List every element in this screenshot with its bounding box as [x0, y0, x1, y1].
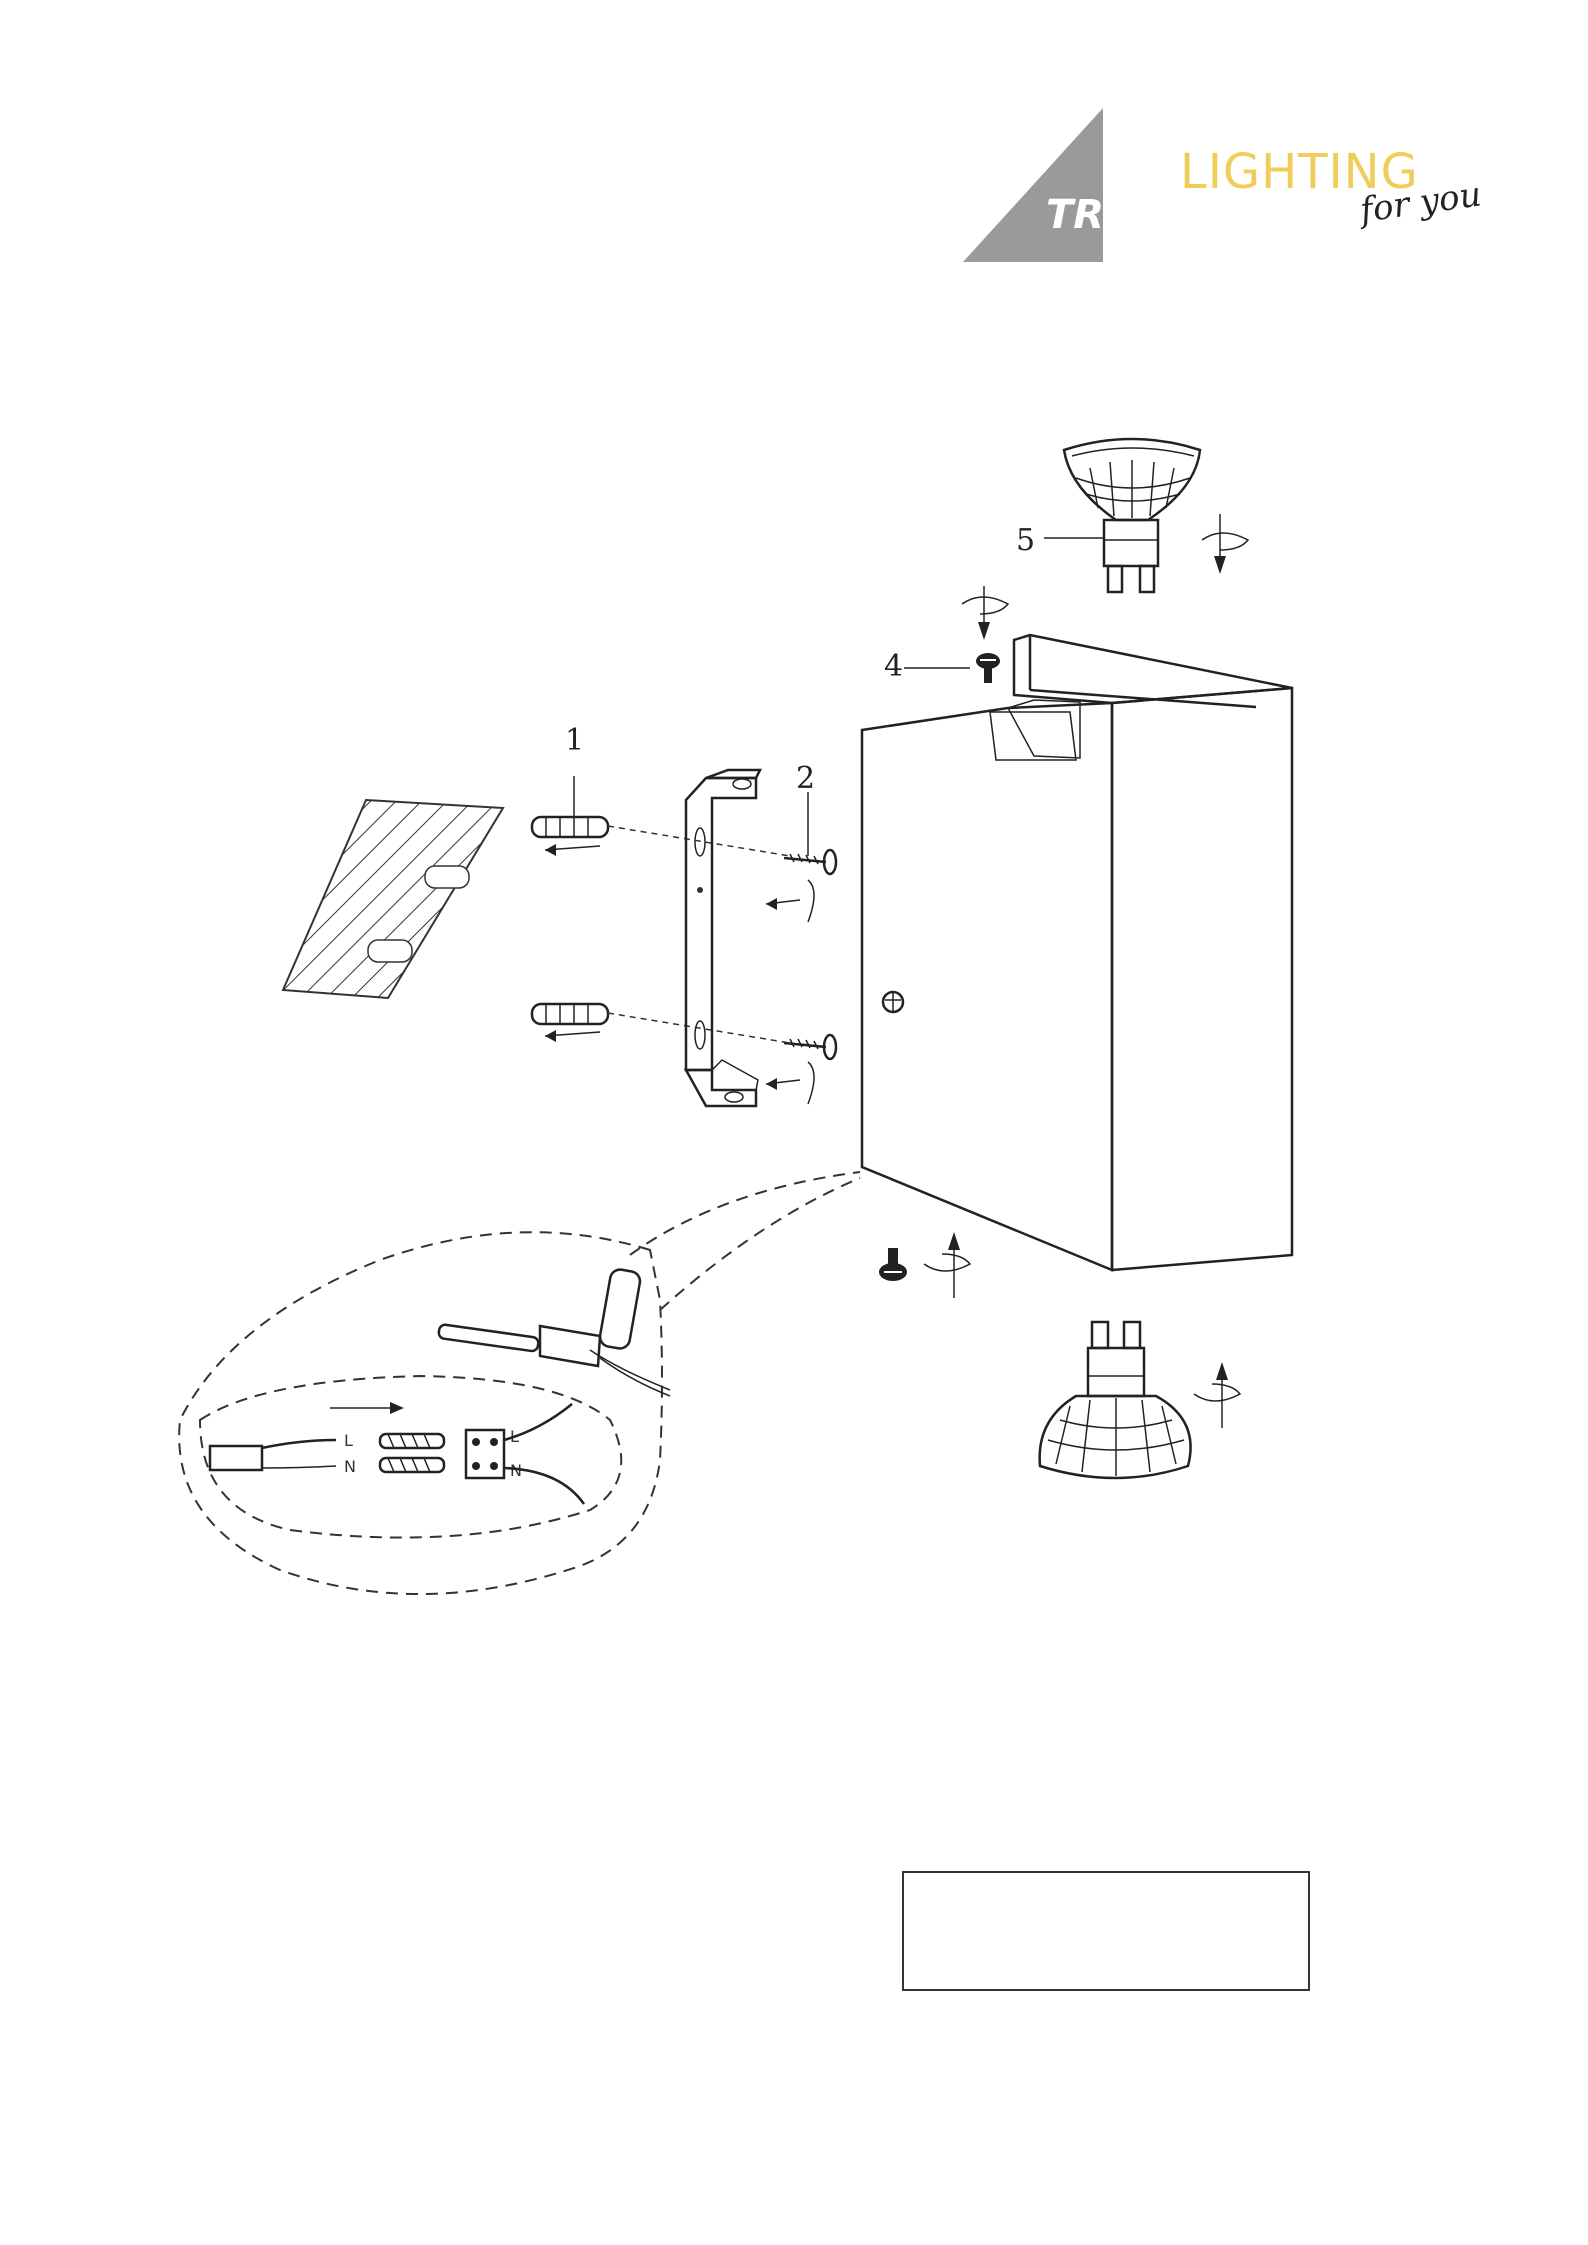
rotate-arrow-icon: [1194, 1362, 1240, 1428]
wall-hole-lower: [368, 940, 412, 962]
fixing-screw-top: [976, 653, 1000, 683]
part-label-fixing-screw: 4: [884, 649, 903, 684]
wiring-detail: L N L N: [179, 1172, 860, 1594]
label-box: [902, 1871, 1310, 1991]
part-label-wall-plug: 1: [565, 723, 584, 758]
rotate-arrow-icon: [962, 586, 1008, 640]
bulb-bottom: [1040, 1322, 1191, 1478]
trio-logo: TRIO LIGHTING for you: [963, 108, 1484, 262]
lamp-side-face: [1112, 688, 1292, 1270]
wall-hole-upper: [425, 866, 469, 888]
lamp-front-face: [862, 703, 1112, 1270]
mounting-bracket: [686, 770, 760, 1106]
rotate-arrow-icon: [766, 1062, 814, 1104]
part-label-screw: 2: [796, 761, 815, 796]
rotate-arrow-icon: [766, 880, 814, 922]
bulb-top: [1064, 439, 1200, 592]
rotate-arrow-icon: [1202, 514, 1248, 574]
alignment-line-lower: [608, 1013, 790, 1043]
wall-hatch: [283, 800, 503, 998]
wall-plug-lower: [532, 1004, 608, 1042]
wire-label-live: L: [344, 1431, 353, 1450]
callout-connector-lower: [660, 1178, 860, 1310]
screw-upper: [784, 850, 836, 874]
lamp-housing: [862, 635, 1292, 1270]
callout-balloon-outer: [179, 1232, 662, 1594]
logo-triangle-shape: [963, 108, 1103, 262]
screw-lower: [784, 1035, 836, 1059]
alignment-line-upper: [608, 826, 790, 856]
wall-section: [283, 800, 503, 998]
part-label-bulb: 5: [1016, 523, 1035, 558]
fixing-screw-bottom: [879, 1248, 907, 1281]
wire-label-neutral: N: [344, 1457, 356, 1476]
logo-brand-text: TRIO: [1046, 192, 1153, 238]
wall-plug-upper: [532, 817, 608, 856]
rotate-arrow-icon: [924, 1232, 970, 1298]
